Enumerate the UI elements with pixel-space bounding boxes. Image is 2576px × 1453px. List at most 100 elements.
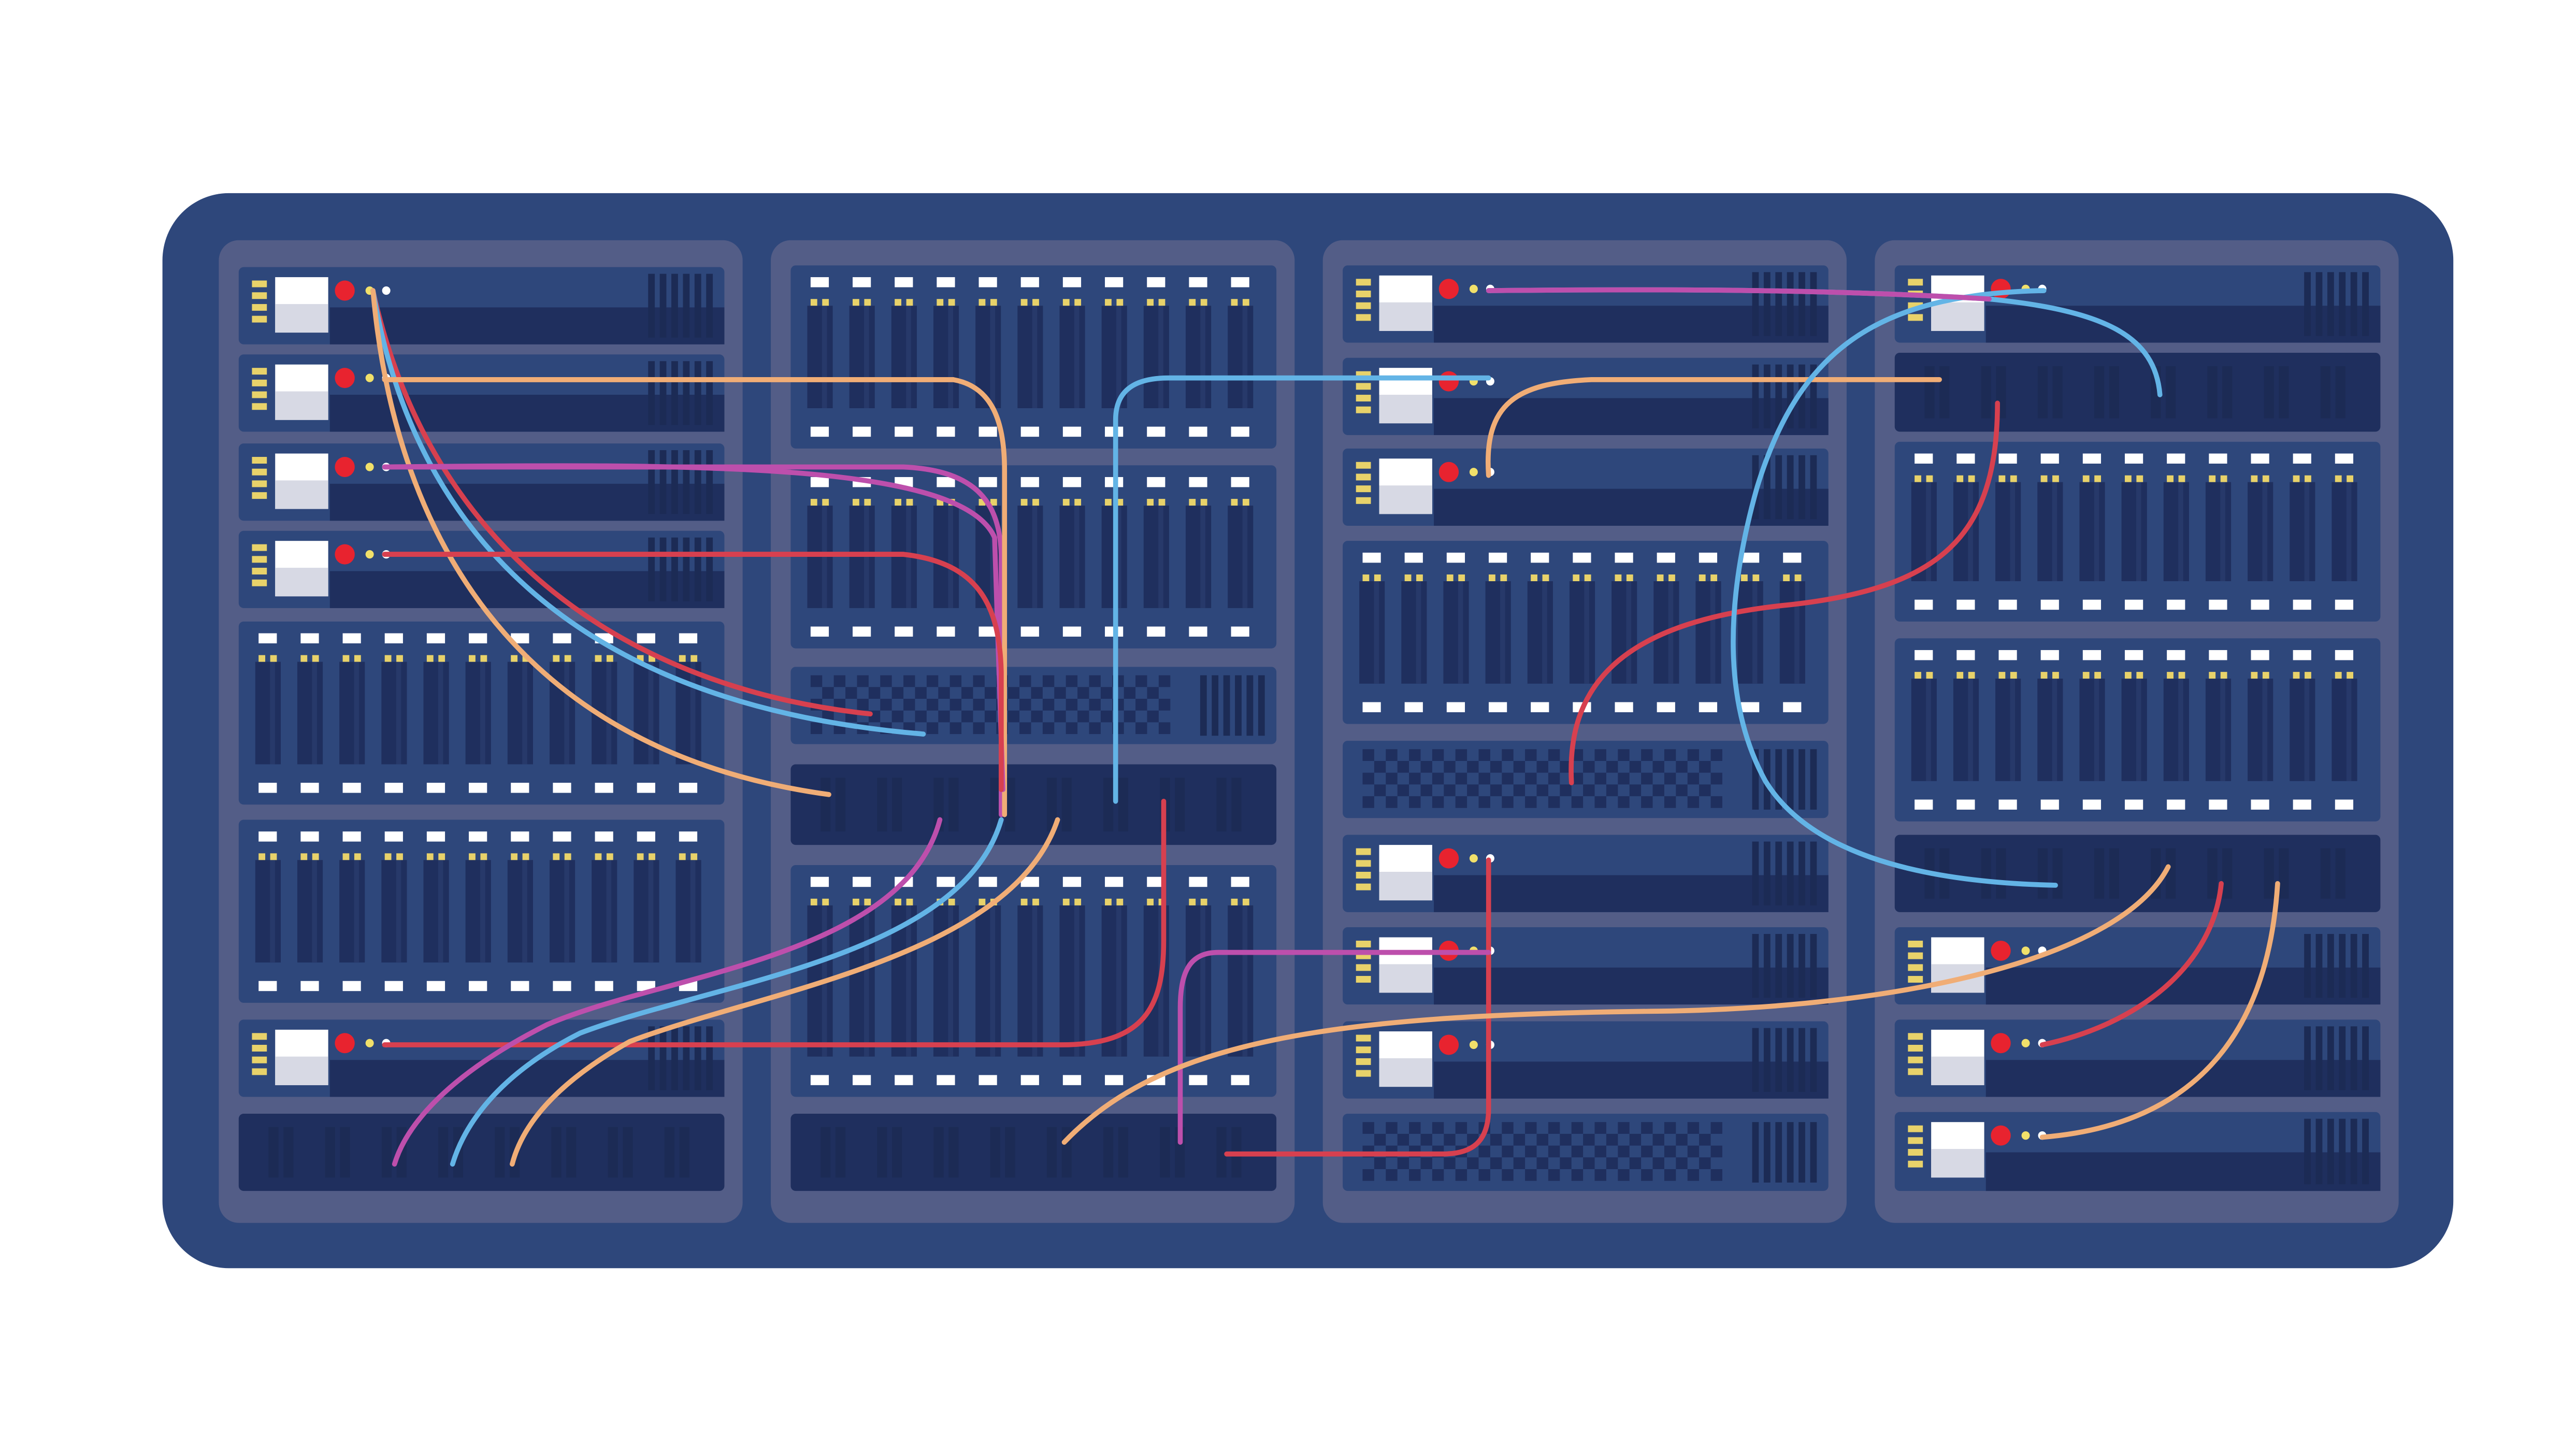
blade-led <box>2124 475 2132 482</box>
blade-tab-top <box>1231 477 1249 487</box>
blade-rail <box>1200 506 1205 608</box>
server-lower-band <box>1434 488 1829 526</box>
blade-led <box>2167 475 2174 482</box>
patch-port <box>2222 848 2233 899</box>
blade-rail <box>1074 306 1080 408</box>
patch-panel-unit <box>238 1113 725 1191</box>
mesh-cell <box>1525 1145 1537 1158</box>
mesh-cell <box>1710 749 1722 761</box>
blade-tab-top <box>1573 552 1591 563</box>
mesh-cell <box>1606 784 1618 797</box>
cable-blue <box>1113 375 1491 804</box>
indicator-bar <box>1356 1058 1371 1065</box>
blade-rail <box>906 306 911 408</box>
blade-slot <box>634 661 659 765</box>
mesh-cell <box>1513 760 1526 773</box>
server-unit <box>238 443 725 521</box>
blade-led <box>1956 672 1964 679</box>
mesh-cell <box>1124 687 1136 699</box>
mesh-cell <box>1641 749 1653 761</box>
blade-led <box>2293 475 2300 482</box>
mesh-cell <box>961 710 973 723</box>
blade-led <box>1998 672 2006 679</box>
patch-port <box>990 778 1000 832</box>
blade-slot <box>1143 506 1169 608</box>
vent-slot <box>1775 455 1782 520</box>
vent-slot <box>694 361 701 425</box>
mesh-cell <box>1467 1157 1479 1169</box>
vent-slot <box>1775 1028 1782 1092</box>
blade-led <box>1231 898 1238 905</box>
drive-label-shade <box>1379 964 1432 993</box>
mesh-cell <box>1687 749 1700 761</box>
blade-slot <box>634 860 659 963</box>
blade-tab-top <box>2167 650 2185 660</box>
indicator-bar <box>252 1068 267 1075</box>
mesh-cell <box>1502 1122 1514 1134</box>
mesh-cell <box>1641 1145 1653 1158</box>
blade-tab-bottom <box>1189 626 1207 637</box>
mesh-cell <box>1513 1157 1526 1169</box>
blade-tab-top <box>1020 876 1039 887</box>
mesh-cell <box>1618 1169 1630 1181</box>
vent-slot <box>1763 364 1771 428</box>
vent-slot <box>2304 1026 2311 1090</box>
blade-tab-bottom <box>637 981 655 991</box>
mesh-cell <box>1362 1169 1374 1181</box>
indicator-bar <box>252 391 267 398</box>
blade-tab-top <box>1783 552 1802 563</box>
blade-tab-top <box>2335 650 2354 660</box>
blade-rail <box>1710 581 1716 684</box>
server-unit <box>1343 448 1829 526</box>
mesh-cell <box>1560 784 1572 797</box>
blade-tab-bottom <box>1231 1075 1249 1085</box>
patch-port <box>948 778 959 832</box>
blade-tab-top <box>426 831 445 842</box>
blade-rail <box>1158 306 1163 408</box>
vent-slot <box>2304 933 2311 998</box>
mesh-cell <box>1386 749 1398 761</box>
vent-slot <box>1775 272 1782 336</box>
patch-panel-face <box>1894 352 2381 432</box>
blade-led <box>1242 299 1249 306</box>
vent-slot <box>683 450 690 514</box>
indicator-bar <box>252 468 267 476</box>
blade-led <box>2347 672 2354 679</box>
blade-slot <box>1017 905 1043 1057</box>
status-led <box>365 463 374 471</box>
mesh-cell <box>1687 1145 1700 1158</box>
blade-led <box>2094 475 2102 482</box>
mesh-cell <box>949 722 962 735</box>
vent-slot <box>1810 1122 1817 1183</box>
patch-port <box>1216 1127 1227 1178</box>
blade-led <box>1105 299 1112 306</box>
blade-tab-bottom <box>1147 426 1165 437</box>
mesh-panel-unit <box>790 667 1277 744</box>
blade-tab-top <box>2209 650 2227 660</box>
blade-slot <box>2037 482 2063 581</box>
mesh-cell <box>1362 749 1374 761</box>
blade-led <box>1752 574 1760 581</box>
patch-panel-unit <box>1894 835 2381 912</box>
blade-led <box>1915 475 1921 482</box>
indicator-bar <box>252 1056 267 1063</box>
vent-slot <box>2304 272 2311 336</box>
server-unit <box>1343 265 1829 343</box>
blade-rail <box>312 661 317 765</box>
mesh-cell <box>1664 796 1676 808</box>
mesh-cell <box>903 698 915 711</box>
mesh-cell <box>949 698 962 711</box>
blade-tab-top <box>679 831 698 842</box>
indicator-bar <box>252 480 267 487</box>
vent-slot <box>1258 675 1265 736</box>
vent-slot <box>2327 272 2334 336</box>
vent-slot <box>706 537 713 601</box>
vent-slot <box>2362 272 2369 336</box>
cable-red <box>382 552 1004 792</box>
blade-led <box>564 853 571 860</box>
blade-tab-top <box>384 831 403 842</box>
patch-port <box>2279 366 2289 419</box>
vent-slot <box>659 450 667 514</box>
vent-slot <box>648 361 655 425</box>
blade-rail <box>480 661 485 765</box>
